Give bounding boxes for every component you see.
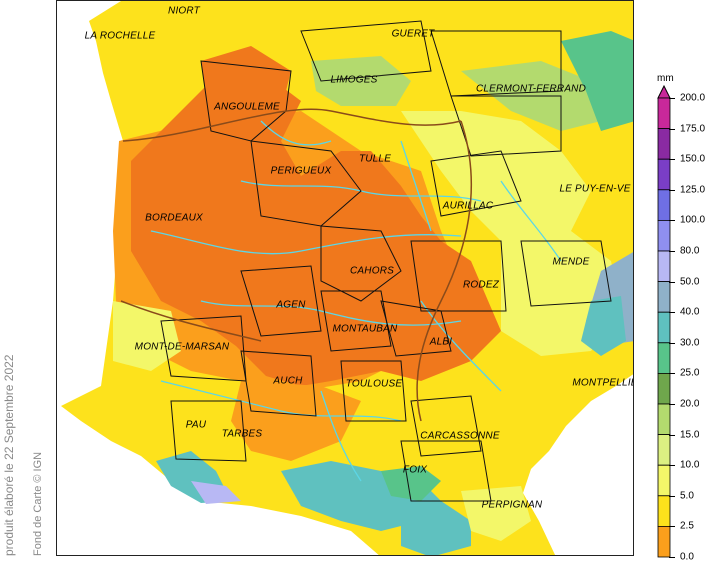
city-label-mende: MENDE: [552, 256, 590, 268]
legend-swatch-15.0: [657, 434, 671, 466]
city-label-auch: AUCH: [273, 375, 303, 387]
legend-swatch-50.0: [657, 281, 671, 313]
region-light-yellow-roussillon: [461, 486, 531, 541]
legend-label-50.0: 50.0: [680, 276, 700, 288]
city-label-clermont-ferrand: CLERMONT-FERRAND: [475, 83, 587, 95]
city-label-carcassonne: CARCASSONNE: [420, 430, 500, 442]
legend-label-80.0: 80.0: [680, 245, 700, 257]
legend-tick: [669, 342, 675, 344]
region-boundaries: [120, 108, 473, 422]
legend-tick: [669, 495, 675, 497]
city-label-agen: AGEN: [276, 299, 306, 311]
city-label-foix: FOIX: [402, 464, 428, 476]
region-blue-pyrenees-west: [191, 481, 241, 504]
region-light-yellow-center: [401, 111, 591, 251]
region-dry-north: [201, 46, 291, 141]
legend-swatch-80.0: [657, 250, 671, 283]
region-teal-northeast: [561, 31, 633, 131]
legend-tick: [669, 281, 675, 283]
legend-tick: [669, 189, 675, 191]
legend-swatch-200.0: [657, 97, 671, 130]
legend-label-10.0: 10.0: [680, 459, 700, 471]
legend-label-5.0: 5.0: [680, 490, 694, 502]
city-label-limoges: LIMOGES: [330, 74, 378, 86]
city-label-montauban: MONTAUBAN: [332, 323, 398, 335]
region-light-yellow-landes: [113, 301, 181, 371]
legend-swatch-2.5: [657, 525, 671, 558]
city-label-la-rochelle: LA ROCHELLE: [84, 30, 156, 42]
legend-swatch-100.0: [657, 219, 671, 252]
map-canvas: [57, 1, 633, 555]
legend-tick: [669, 373, 675, 375]
legend-swatch-150.0: [657, 158, 671, 191]
legend-label-40.0: 40.0: [680, 306, 700, 318]
region-green-pyrenees: [381, 466, 441, 501]
legend-tick: [669, 465, 675, 467]
city-label-perpignan: PERPIGNAN: [481, 499, 543, 511]
city-label-niort: NIORT: [168, 5, 200, 17]
legend-label-150.0: 150.0: [680, 153, 706, 165]
legend-tick: [669, 404, 675, 405]
legend-tick: [669, 312, 675, 314]
legend-label-200.0: 200.0: [680, 92, 706, 104]
legend-tick: [669, 434, 675, 436]
city-label-perigueux: PERIGUEUX: [270, 165, 332, 177]
legend-swatch-30.0: [657, 342, 671, 374]
legend-label-25.0: 25.0: [680, 367, 700, 379]
legend-swatch-175.0: [657, 128, 671, 160]
city-label-le-puy-en-velay: LE PUY-EN-VE: [559, 183, 631, 195]
legend-label-15.0: 15.0: [680, 429, 700, 441]
city-label-montpellier: MONTPELLIE: [572, 377, 634, 389]
department-boundaries: [160, 20, 612, 502]
mediterranean-sea: [523, 374, 633, 555]
legend-tick: [669, 557, 675, 558]
city-label-bordeaux: BORDEAUX: [145, 212, 203, 224]
region-green-limousin: [311, 56, 411, 106]
city-label-gueret: GUERET: [391, 28, 435, 40]
city-label-angouleme: ANGOULEME: [214, 101, 280, 113]
legend-swatch-5.0: [657, 495, 671, 527]
legend-tick: [669, 251, 675, 252]
rainfall-map: NIORT LA ROCHELLE GUERET LIMOGES CLERMON…: [56, 0, 634, 556]
legend-swatch-40.0: [657, 311, 671, 344]
legend-label-2.5: 2.5: [680, 520, 694, 532]
city-label-rodez: RODEZ: [463, 279, 499, 291]
legend-cap-triangle: [657, 84, 671, 99]
legend-swatch-25.0: [657, 372, 671, 405]
legend-colorbar: [657, 84, 671, 558]
rivers: [150, 120, 562, 482]
legend-tick: [669, 526, 675, 528]
legend-swatch-20.0: [657, 403, 671, 436]
legend-label-20.0: 20.0: [680, 398, 700, 410]
city-label-albi: ALBI: [429, 336, 453, 348]
region-orange-gers: [231, 381, 361, 461]
production-date-credit: produit élaboré le 22 Septembre 2022: [2, 354, 16, 556]
legend-tick: [669, 220, 675, 222]
legend-tick: [669, 159, 675, 161]
region-dry-center: [131, 71, 501, 386]
city-label-toulouse: TOULOUSE: [345, 378, 403, 390]
legend-swatch-125.0: [657, 189, 671, 221]
legend-swatch-10.0: [657, 464, 671, 497]
ign-basemap-credit: Fond de Carte © IGN: [32, 451, 44, 556]
region-teal-pyrenees-east: [401, 501, 471, 555]
city-label-mont-de-marsan: MONT-DE-MARSAN: [134, 341, 230, 353]
legend-label-30.0: 30.0: [680, 337, 700, 349]
legend-tick: [669, 128, 675, 130]
city-label-tarbes: TARBES: [221, 428, 263, 440]
region-teal-cevennes: [581, 296, 626, 356]
legend-label-0.0: 0.0: [680, 551, 694, 563]
city-label-aurillac: AURILLAC: [442, 200, 494, 212]
legend-tick: [669, 98, 675, 99]
city-label-cahors: CAHORS: [350, 265, 394, 277]
legend-label-100.0: 100.0: [680, 214, 706, 226]
city-label-tulle: TULLE: [358, 153, 392, 165]
legend-unit: mm: [657, 73, 674, 84]
legend-label-175.0: 175.0: [680, 123, 706, 135]
legend-label-125.0: 125.0: [680, 184, 706, 196]
city-label-pau: PAU: [185, 419, 207, 431]
